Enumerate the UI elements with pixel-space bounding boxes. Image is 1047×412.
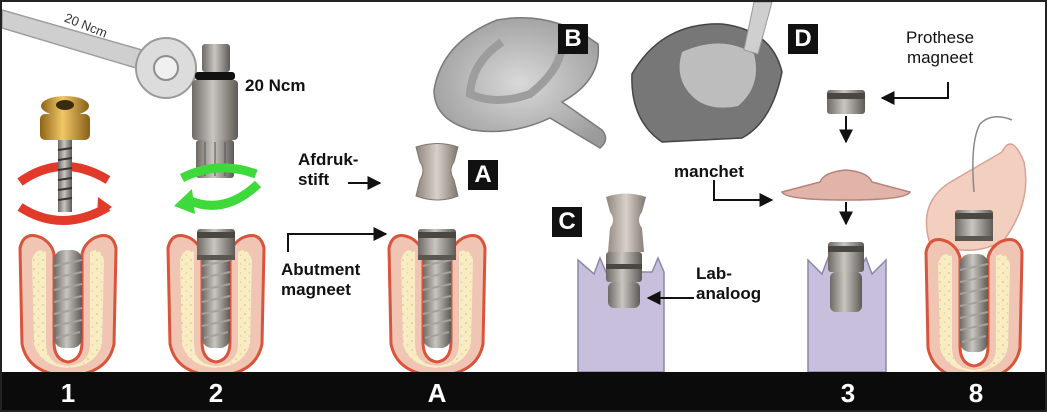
step-letter-a: A [407,378,467,408]
step-number-2: 2 [186,378,246,408]
model-with-putty [632,2,782,142]
step-number-1: 1 [38,378,98,408]
step-8-illustration [926,117,1026,380]
badge-c: C [552,207,582,237]
sleeve-label: manchet [674,162,744,182]
badge-a: A [468,160,498,190]
impression-post-label: Afdruk- stift [298,150,358,190]
step-3-illustration [782,90,910,372]
prosthesis-magnet-label: Prothese magneet [906,28,974,68]
step-c-illustration [578,194,664,373]
torque-label: 20 Ncm [245,76,305,96]
badge-d: D [788,24,818,54]
lab-analog-label: Lab- analoog [696,264,761,304]
step-number-3: 3 [818,378,878,408]
step-number-8: 8 [946,378,1006,408]
abutment-magnet-label: Abutment magneet [281,260,360,300]
step-bar [2,372,1047,412]
badge-b: B [558,24,588,54]
step-1-illustration [20,96,116,376]
